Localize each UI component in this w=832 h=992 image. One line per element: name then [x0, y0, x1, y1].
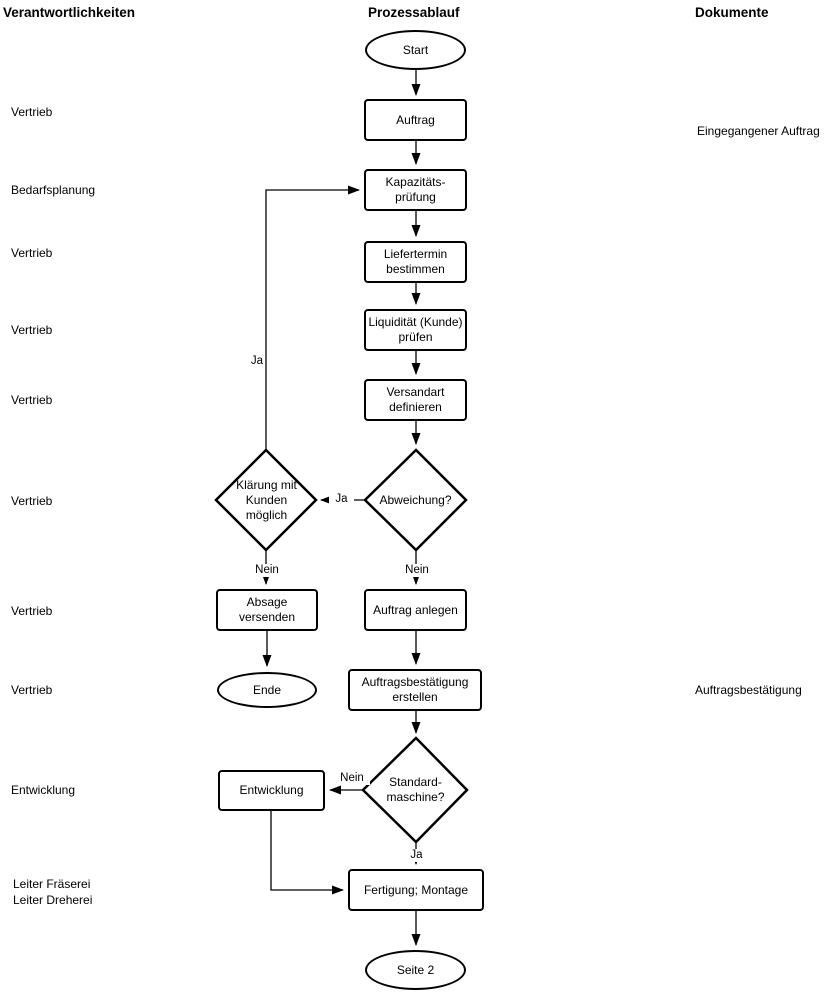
responsibility-vertrieb-bestaetigung: Vertrieb	[11, 683, 53, 697]
responsibility-leiter-fraeserei-dreherei: Leiter Fräserei Leiter Dreherei	[13, 877, 93, 907]
edge-label-nein-standard: Nein	[334, 772, 370, 785]
column-header-responsibilities: Verantwortlichkeiten	[3, 5, 136, 20]
responsibility-entwicklung: Entwicklung	[11, 783, 76, 797]
edge-entwicklung-fertigung	[270, 811, 344, 895]
edge-label-ja-abweichung: Ja	[329, 493, 354, 506]
abweichung-decision-label: Abweichung?	[379, 492, 452, 507]
node-auftrag: Auftrag	[364, 99, 467, 141]
klaerung-decision-label: Klärung mit Kunden möglich	[236, 477, 297, 522]
column-header-documents: Dokumente	[695, 5, 769, 20]
document-eingegangener-auftrag: Eingegangener Auftrag	[697, 124, 820, 138]
node-versandart-definieren: Versandart definieren	[364, 379, 467, 421]
node-kapazitaetspruefung: Kapazitäts- prüfung	[364, 169, 467, 211]
node-start-terminator: Start	[365, 30, 466, 70]
node-liquiditaet-pruefen: Liquidität (Kunde) prüfen	[364, 309, 467, 351]
edge-label-ja-standard: Ja	[404, 849, 429, 862]
responsibility-vertrieb-auftrag: Vertrieb	[11, 105, 53, 119]
node-liefertermin-bestimmen: Liefertermin bestimmen	[364, 241, 467, 283]
standardmaschine-decision-label: Standard- maschine?	[386, 775, 445, 804]
responsibility-vertrieb-absage: Vertrieb	[11, 604, 53, 618]
node-fertigung-montage: Fertigung; Montage	[348, 869, 484, 911]
responsibility-vertrieb-abweichung: Vertrieb	[11, 494, 53, 508]
edge-klaerung-kapazitaet-ja-feedback	[265, 185, 360, 450]
node-auftrag-anlegen: Auftrag anlegen	[364, 589, 467, 631]
edge-label-nein-abweichung: Nein	[399, 564, 435, 577]
responsibility-vertrieb-liquiditaet: Vertrieb	[11, 323, 53, 337]
node-ende-terminator: Ende	[217, 672, 317, 708]
edge-label-ja-feedback: Ja	[236, 355, 264, 368]
responsibility-vertrieb-liefertermin: Vertrieb	[11, 246, 53, 260]
node-auftragsbestaetigung-erstellen: Auftragsbestätigung erstellen	[348, 669, 482, 711]
edge-label-nein-klaerung: Nein	[249, 564, 285, 577]
klaerung-decision-shape	[214, 448, 318, 552]
standardmaschine-decision-shape	[361, 736, 469, 844]
responsibility-vertrieb-versandart: Vertrieb	[11, 393, 53, 407]
node-absage-versenden: Absage versenden	[216, 589, 318, 631]
responsibility-bedarfsplanung: Bedarfsplanung	[11, 183, 96, 197]
column-header-process: Prozessablauf	[368, 5, 460, 20]
node-entwicklung: Entwicklung	[218, 770, 325, 811]
node-seite2-terminator: Seite 2	[365, 950, 466, 990]
abweichung-decision-shape	[363, 448, 468, 552]
document-auftragsbestaetigung: Auftragsbestätigung	[695, 683, 802, 697]
